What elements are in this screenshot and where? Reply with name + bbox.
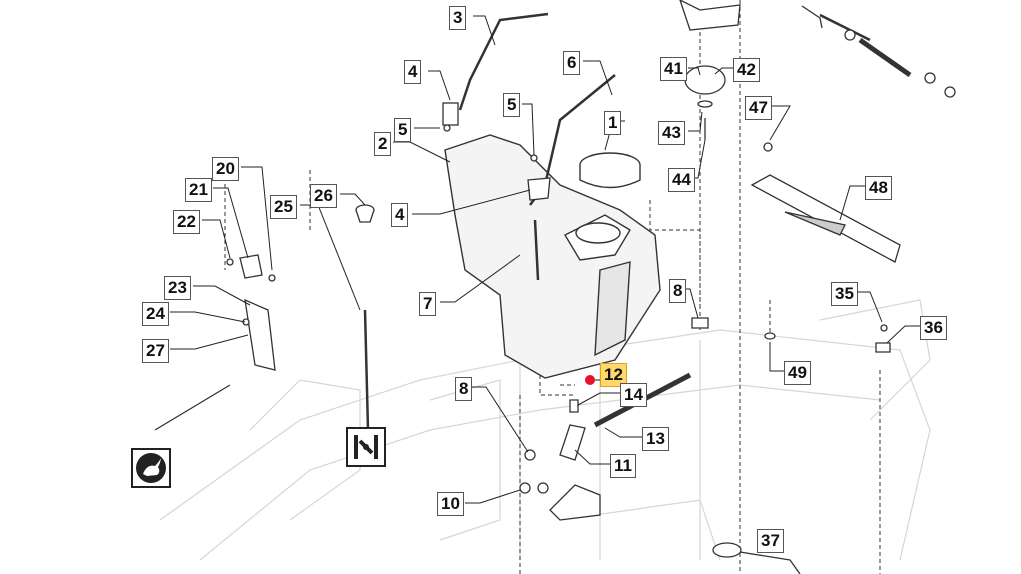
callout-48[interactable]: 48 xyxy=(865,176,892,200)
position-marker xyxy=(585,375,595,385)
callout-26[interactable]: 26 xyxy=(310,184,337,208)
callout-4[interactable]: 4 xyxy=(391,203,409,227)
rabbit-glyph-icon xyxy=(143,458,161,476)
callout-8[interactable]: 8 xyxy=(455,377,473,401)
callout-11[interactable]: 11 xyxy=(610,454,636,478)
fuel-tank xyxy=(444,134,661,379)
callout-5[interactable]: 5 xyxy=(394,118,412,142)
callout-22[interactable]: 22 xyxy=(173,210,200,234)
leader-lines xyxy=(170,15,920,549)
callout-27[interactable]: 27 xyxy=(142,339,169,363)
rabbit-speed-icon xyxy=(131,448,171,488)
fuel-cap xyxy=(579,152,641,189)
choke-glyph-icon xyxy=(354,435,378,459)
callout-5[interactable]: 5 xyxy=(503,93,521,117)
callout-43[interactable]: 43 xyxy=(658,121,685,145)
callout-13[interactable]: 13 xyxy=(642,427,669,451)
callout-44[interactable]: 44 xyxy=(668,168,695,192)
callout-1[interactable]: 1 xyxy=(604,111,622,135)
callout-37[interactable]: 37 xyxy=(757,529,784,553)
callout-24[interactable]: 24 xyxy=(142,302,169,326)
callout-25[interactable]: 25 xyxy=(270,195,297,219)
callout-42[interactable]: 42 xyxy=(733,58,760,82)
callout-7[interactable]: 7 xyxy=(419,292,437,316)
callout-21[interactable]: 21 xyxy=(185,178,212,202)
callout-49[interactable]: 49 xyxy=(784,361,811,385)
callout-2[interactable]: 2 xyxy=(374,132,392,156)
choke-lever-icon xyxy=(346,427,386,467)
callout-41[interactable]: 41 xyxy=(660,57,687,81)
callout-20[interactable]: 20 xyxy=(212,157,239,181)
callout-23[interactable]: 23 xyxy=(164,276,191,300)
callout-8[interactable]: 8 xyxy=(669,279,687,303)
callout-36[interactable]: 36 xyxy=(920,316,947,340)
callout-4[interactable]: 4 xyxy=(404,60,422,84)
callout-14[interactable]: 14 xyxy=(620,383,647,407)
callout-47[interactable]: 47 xyxy=(745,96,772,120)
callout-6[interactable]: 6 xyxy=(563,51,581,75)
small-parts xyxy=(154,0,956,574)
callout-10[interactable]: 10 xyxy=(437,492,464,516)
callout-35[interactable]: 35 xyxy=(831,282,858,306)
callout-3[interactable]: 3 xyxy=(449,6,467,30)
